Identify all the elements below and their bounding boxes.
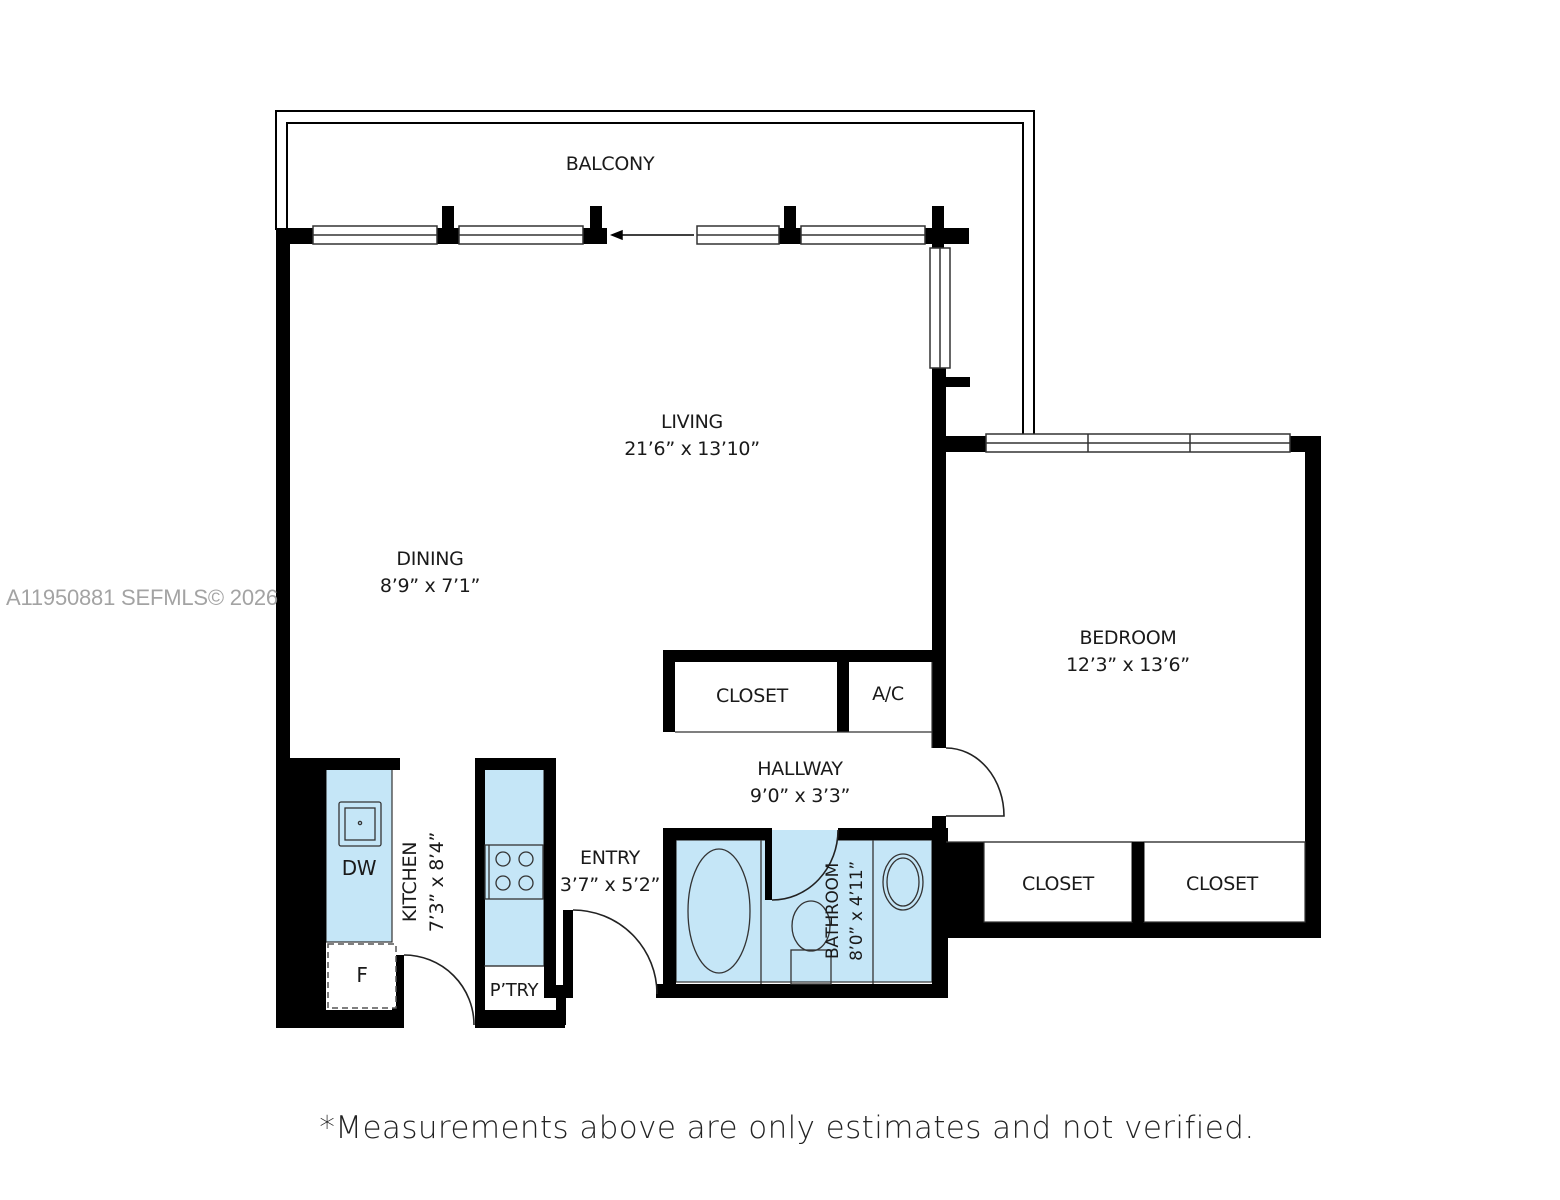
room-label-kitchen: KITCHEN 7’3” x 8’4” xyxy=(397,802,451,962)
room-label-dining: DINING 8’9” x 7’1” xyxy=(340,546,520,600)
door-swings xyxy=(403,747,1005,1026)
stove-icon xyxy=(484,844,544,900)
room-name: P’TRY xyxy=(489,980,539,1001)
room-label-bedroom-closet-2: CLOSET xyxy=(1160,871,1284,898)
walls xyxy=(276,206,1321,1028)
room-name: A/C xyxy=(872,683,904,705)
room-name: BALCONY xyxy=(565,153,655,175)
room-label-hallway: HALLWAY 9’0” x 3’3” xyxy=(710,756,890,810)
room-dimensions: 9’0” x 3’3” xyxy=(749,785,851,807)
room-dimensions: 7’3” x 8’4” xyxy=(426,831,448,933)
fixture-name: F xyxy=(356,963,368,987)
room-name: BATHROOM xyxy=(823,863,843,959)
measurement-disclaimer: *Measurements above are only estimates a… xyxy=(319,1110,1255,1146)
balcony-railing xyxy=(275,110,1035,436)
room-dimensions: 8’9” x 7’1” xyxy=(379,575,481,597)
room-dimensions: 8’0” x 4’11” xyxy=(847,861,867,961)
bath-sink-icon xyxy=(882,853,924,911)
room-name: BEDROOM xyxy=(1079,627,1177,649)
sliding-door-arrow xyxy=(609,229,694,241)
room-name: CLOSET xyxy=(1021,873,1094,895)
room-label-bedroom: BEDROOM 12’3” x 13’6” xyxy=(1028,625,1228,679)
room-label-hall-closet: CLOSET xyxy=(690,683,814,710)
room-dimensions: 3’7” x 5’2” xyxy=(559,874,661,896)
windows xyxy=(312,225,1291,453)
room-label-pantry: P’TRY xyxy=(479,977,549,1004)
room-label-bathroom: BATHROOM 8’0” x 4’11” xyxy=(821,846,869,976)
room-name: DINING xyxy=(396,548,464,570)
room-label-entry: ENTRY 3’7” x 5’2” xyxy=(540,845,680,899)
room-label-bedroom-closet-1: CLOSET xyxy=(996,871,1120,898)
fixture-name: DW xyxy=(341,856,377,880)
room-dimensions: 21’6” x 13’10” xyxy=(624,438,760,460)
bedroom-closet-divider xyxy=(1132,842,1144,922)
room-name: CLOSET xyxy=(715,685,788,707)
room-name: KITCHEN xyxy=(399,841,421,923)
kitchen-sink-icon xyxy=(338,801,382,847)
fixture-label-dishwasher: DW xyxy=(326,855,392,882)
toilet-icon xyxy=(791,900,831,952)
room-name: ENTRY xyxy=(580,847,640,869)
room-name: CLOSET xyxy=(1185,873,1258,895)
fixture-label-fridge: F xyxy=(328,962,396,989)
wet-areas xyxy=(325,767,933,983)
mls-watermark: A11950881 SEFMLS© 2026 xyxy=(6,585,278,610)
fridge-outline xyxy=(327,943,397,1009)
bathroom-fixtures xyxy=(687,840,924,985)
room-label-balcony: BALCONY xyxy=(530,151,690,178)
room-dimensions: 12’3” x 13’6” xyxy=(1066,654,1190,676)
room-label-living: LIVING 21’6” x 13’10” xyxy=(592,409,792,463)
room-name: HALLWAY xyxy=(757,758,843,780)
room-label-ac: A/C xyxy=(852,681,924,708)
room-name: LIVING xyxy=(661,411,723,433)
bathtub-icon xyxy=(687,848,751,974)
